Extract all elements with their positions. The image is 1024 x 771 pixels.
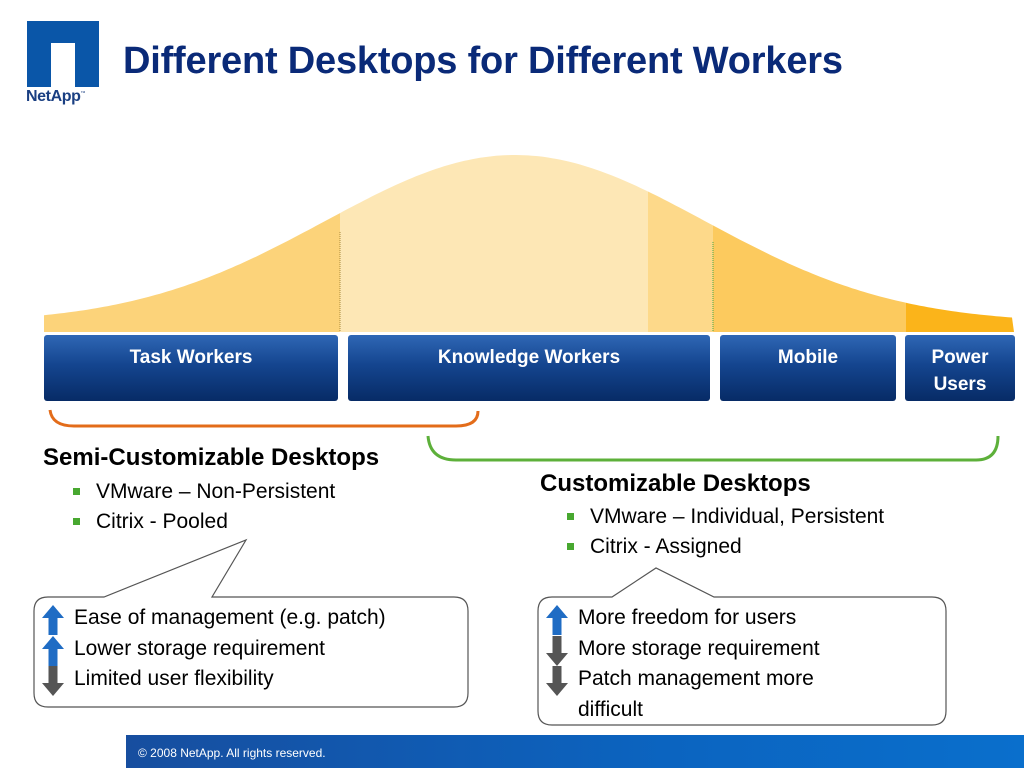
segment-knowledge-workers: Knowledge Workers [348, 335, 710, 401]
logo-text: NetApp [26, 88, 81, 105]
segment-mobile: Mobile [720, 335, 896, 401]
list-item: Citrix - Pooled [66, 507, 335, 537]
customizable-callout-shape [537, 567, 947, 726]
down-arrow-icon [546, 666, 568, 696]
up-arrow-icon [42, 635, 64, 666]
up-arrow-icon [546, 605, 568, 635]
customizable-callout: More freedom for users More storage requ… [540, 603, 940, 725]
bullet-icon [567, 543, 574, 550]
semi-bracket [48, 409, 480, 428]
down-arrow-icon [546, 635, 568, 666]
down-arrow-icon [42, 666, 64, 696]
list-item: VMware – Non-Persistent [66, 477, 335, 507]
bullet-icon [73, 488, 80, 495]
callout-row: Ease of management (e.g. patch) [36, 603, 466, 635]
segment-task-workers: Task Workers [44, 335, 338, 401]
callout-row: More freedom for users [540, 603, 940, 635]
customizable-list: VMware – Individual, Persistent Citrix -… [560, 502, 884, 562]
callout-row: More storage requirement [540, 634, 940, 666]
netapp-logo: NetApp™ [24, 18, 104, 110]
bullet-icon [567, 513, 574, 520]
netapp-logo-icon [27, 21, 99, 87]
footer-bar: © 2008 NetApp. All rights reserved. [126, 735, 1024, 768]
list-item: VMware – Individual, Persistent [560, 502, 884, 532]
callout-row: Limited user flexibility [36, 664, 466, 696]
segment-power-users: Power Users [905, 335, 1015, 401]
bullet-icon [73, 518, 80, 525]
logo-trademark: ™ [80, 90, 86, 97]
semi-callout: Ease of management (e.g. patch) Lower st… [36, 603, 466, 696]
copyright-text: © 2008 NetApp. All rights reserved. [138, 746, 326, 760]
customizable-heading: Customizable Desktops [540, 470, 811, 497]
list-item: Citrix - Assigned [560, 532, 884, 562]
semi-customizable-list: VMware – Non-Persistent Citrix - Pooled [66, 477, 335, 537]
customizable-bracket [426, 435, 1000, 462]
callout-row: Lower storage requirement [36, 634, 466, 666]
semi-customizable-heading: Semi-Customizable Desktops [43, 444, 380, 471]
semi-callout-shape [33, 538, 469, 708]
up-arrow-icon [42, 605, 64, 635]
callout-row: Patch management more difficult [540, 664, 878, 725]
page-title: Different Desktops for Different Workers [123, 40, 843, 82]
